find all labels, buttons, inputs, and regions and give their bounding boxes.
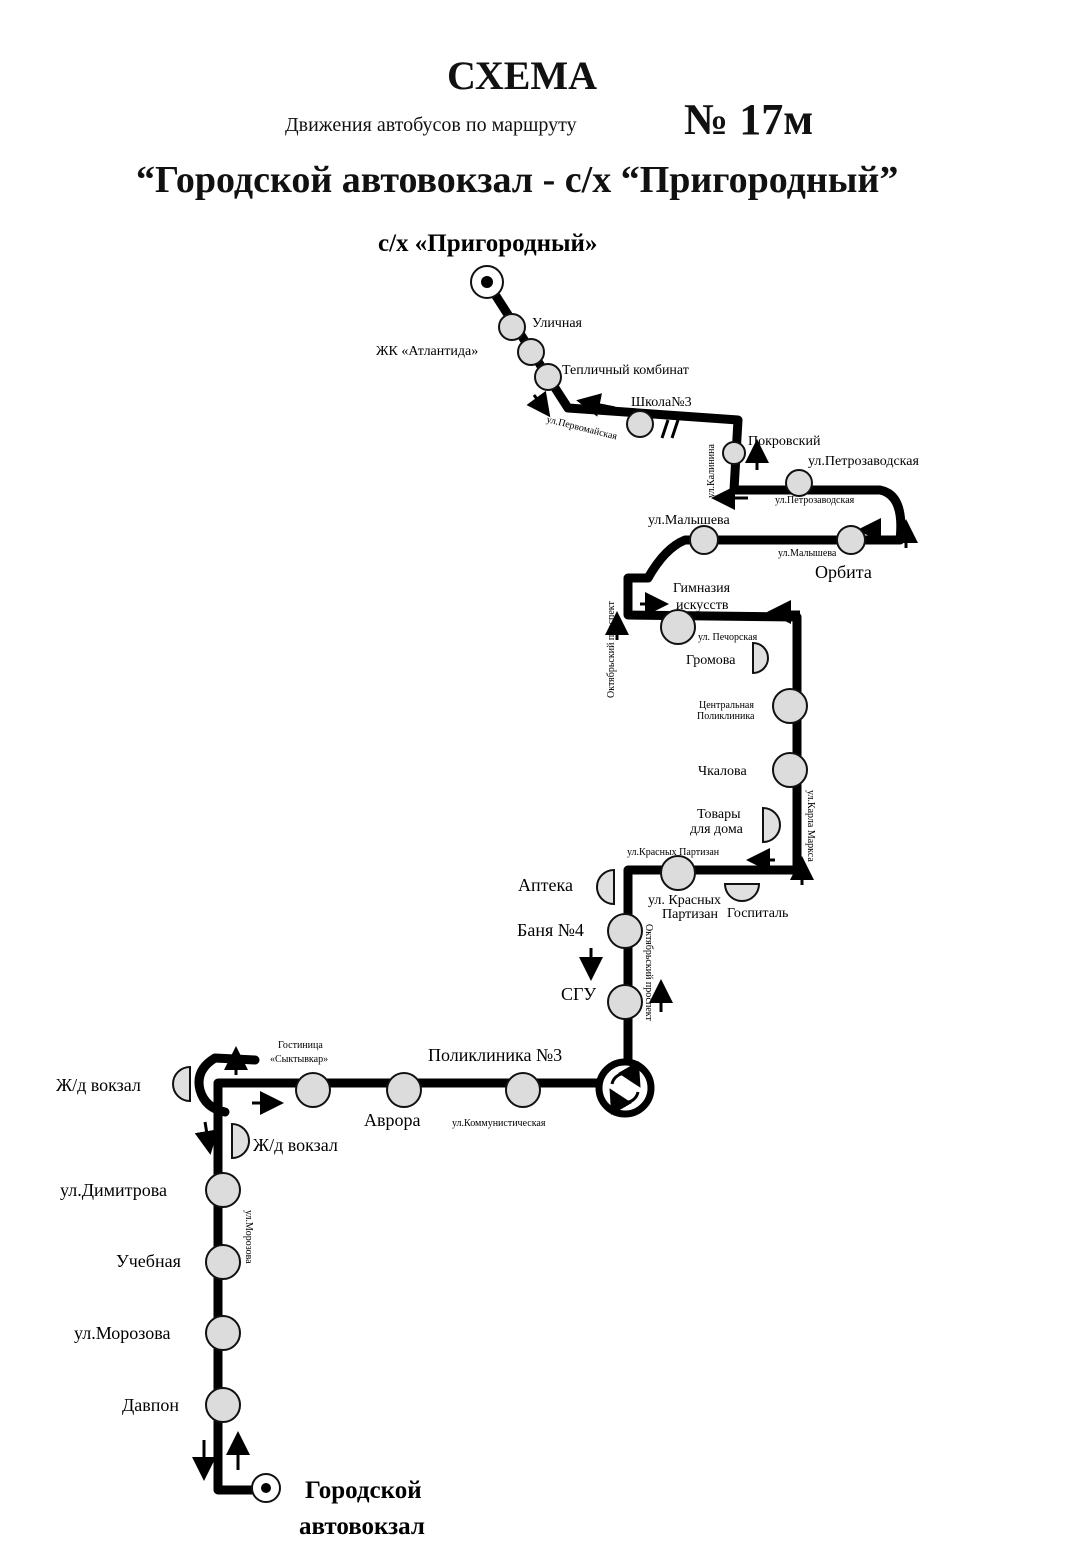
stop-gimnaziya bbox=[660, 609, 696, 645]
stop-poliklinika3 bbox=[505, 1072, 541, 1108]
label-krasnykh-1: ул. Красных bbox=[648, 893, 721, 908]
stop-gromova bbox=[752, 641, 769, 675]
street-kommunisticheskaya: ул.Коммунистическая bbox=[452, 1118, 546, 1129]
label-poliklinika3: Поликлиника №3 bbox=[428, 1045, 562, 1065]
label-tovary-1: Товары bbox=[697, 807, 741, 822]
street-oktyabrsky-1: Октябрьский проспект bbox=[606, 601, 617, 698]
label-apteka: Аптека bbox=[518, 875, 573, 895]
route-name: “Городской автовокзал - с/х “Пригородный… bbox=[136, 159, 899, 201]
stop-zhd-left bbox=[172, 1065, 191, 1103]
roundabout-icon bbox=[595, 1058, 655, 1118]
label-malysheva: ул.Малышева bbox=[648, 513, 730, 528]
stop-apteka bbox=[596, 868, 615, 906]
stop-chkalova bbox=[772, 752, 808, 788]
stop-krasnykh bbox=[660, 855, 696, 891]
stop-teplichny bbox=[534, 363, 562, 391]
stop-gospital bbox=[723, 883, 761, 902]
terminal-end-dot bbox=[261, 1483, 271, 1493]
label-pokrovsky: Покровский bbox=[748, 434, 821, 449]
terminal-end-label-2: автовокзал bbox=[299, 1513, 425, 1540]
stop-morozova bbox=[205, 1315, 241, 1351]
label-gostinitsa-1: Гостиница bbox=[278, 1040, 323, 1051]
label-teplichny: Тепличный комбинат bbox=[562, 363, 689, 378]
street-krasnykh-partizan: ул.Красных Партизан bbox=[627, 847, 720, 858]
stop-banya4 bbox=[607, 913, 643, 949]
label-zhk-atlantida: ЖК «Атлантида» bbox=[376, 344, 478, 359]
label-banya4: Баня №4 bbox=[517, 920, 584, 940]
label-gromova: Громова bbox=[686, 653, 736, 668]
label-gospital: Госпиталь bbox=[727, 906, 788, 921]
label-shkola3: Школа№3 bbox=[631, 395, 692, 410]
label-krasnykh-2: Партизан bbox=[662, 907, 718, 922]
street-pechorskaya: ул. Печорская bbox=[698, 632, 758, 643]
route-line bbox=[213, 277, 906, 1495]
label-gimnaziya-2: искусств bbox=[676, 598, 729, 613]
label-gimnaziya-1: Гимназия bbox=[673, 581, 731, 596]
stop-orbita bbox=[836, 525, 866, 555]
label-gostinitsa-2: «Сыктывкар» bbox=[270, 1054, 328, 1065]
stop-dimitrova bbox=[205, 1172, 241, 1208]
label-chkalova: Чкалова bbox=[698, 764, 747, 779]
stop-ulichnaya bbox=[498, 313, 526, 341]
stop-shkola3 bbox=[626, 410, 654, 438]
stop-avrora bbox=[386, 1072, 422, 1108]
scheme-subtitle: Движения автобусов по маршруту bbox=[285, 114, 577, 136]
terminal-start-label: с/х «Пригородный» bbox=[378, 230, 597, 257]
crossing-mark bbox=[660, 419, 680, 439]
street-oktyabrsky-2: Октябрьский проспект bbox=[643, 924, 654, 1021]
stop-sgu bbox=[607, 984, 643, 1020]
label-zhd-right: Ж/д вокзал bbox=[253, 1135, 338, 1155]
label-orbita: Орбита bbox=[815, 562, 872, 582]
label-tsentr-1: Центральная bbox=[699, 700, 754, 711]
street-pervomayskaya: ул.Первомайская bbox=[545, 414, 618, 442]
street-morozova: ул.Морозова bbox=[243, 1210, 254, 1264]
label-tsentr-2: Поликлиника bbox=[697, 711, 755, 722]
label-uchebnaya: Учебная bbox=[116, 1251, 181, 1271]
stop-tsentr bbox=[772, 688, 808, 724]
stop-uchebnaya bbox=[205, 1244, 241, 1280]
stop-gostinitsa bbox=[295, 1072, 331, 1108]
street-malysheva: ул.Малышева bbox=[778, 548, 837, 559]
label-tovary-2: для дома bbox=[690, 822, 744, 837]
label-davpon: Давпон bbox=[122, 1395, 179, 1415]
vokzal-loop bbox=[194, 1053, 260, 1117]
label-zhd-left: Ж/д вокзал bbox=[56, 1075, 141, 1095]
street-karla-marksa: ул.Карла Маркса bbox=[805, 790, 816, 862]
stop-petrozavodskaya bbox=[785, 469, 813, 497]
street-kalinina: ул.Калинина bbox=[706, 443, 717, 498]
label-petrozavodskaya: ул.Петрозаводская bbox=[808, 454, 919, 469]
street-petrozavodskaya: ул.Петрозаводская bbox=[775, 495, 855, 506]
label-avrora: Аврора bbox=[364, 1110, 421, 1130]
stop-pokrovsky bbox=[722, 441, 746, 465]
label-ulichnaya: Уличная bbox=[532, 316, 583, 331]
route-number: № 17м bbox=[684, 95, 814, 144]
label-dimitrova: ул.Димитрова bbox=[60, 1180, 167, 1200]
scheme-title: СХЕМА bbox=[447, 53, 598, 98]
label-sgu: СГУ bbox=[561, 984, 596, 1004]
terminal-end-label-1: Городской bbox=[305, 1477, 422, 1504]
stop-davpon bbox=[205, 1387, 241, 1423]
direction-arrows bbox=[192, 390, 918, 1481]
stop-zhd-right bbox=[231, 1122, 250, 1160]
label-morozova: ул.Морозова bbox=[74, 1323, 171, 1343]
stop-tovary bbox=[762, 806, 781, 844]
terminal-start-dot bbox=[481, 276, 493, 288]
stop-zhk-atlantida bbox=[517, 338, 545, 366]
stop-malysheva bbox=[689, 525, 719, 555]
